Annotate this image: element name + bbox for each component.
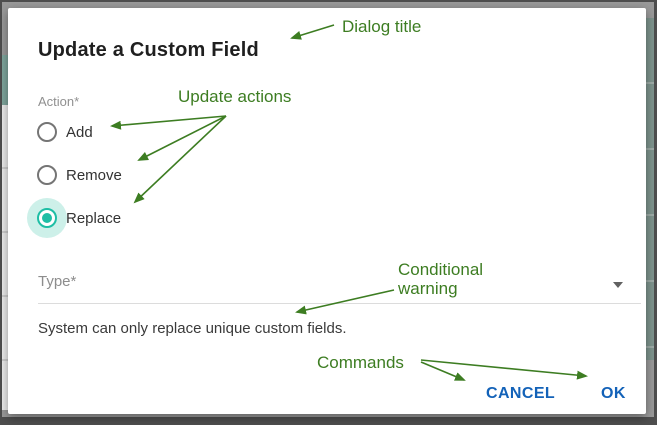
annotation-update-actions: Update actions — [178, 87, 292, 106]
background-left-table-sliver — [2, 105, 8, 410]
dropdown-caret-icon[interactable] — [613, 282, 623, 288]
radio-button-replace-icon[interactable] — [37, 208, 57, 228]
radio-ripple — [27, 155, 67, 195]
radio-option-add[interactable]: Add — [27, 112, 93, 152]
background-left-strip — [2, 55, 8, 105]
radio-option-replace[interactable]: Replace — [27, 198, 121, 238]
radio-label-remove: Remove — [66, 166, 122, 184]
radio-label-add: Add — [66, 123, 93, 141]
ok-button[interactable]: OK — [597, 383, 630, 405]
annotation-commands: Commands — [317, 353, 404, 372]
background-right-table-sliver — [646, 18, 654, 360]
type-select-underline[interactable] — [38, 303, 641, 304]
radio-label-replace: Replace — [66, 209, 122, 227]
conditional-warning-text: System can only replace unique custom fi… — [38, 320, 347, 337]
update-custom-field-dialog: Update a Custom Field Action* Add Remove… — [8, 8, 646, 414]
annotation-conditional-warning: Conditional warning — [398, 260, 483, 298]
radio-button-remove-icon[interactable] — [37, 165, 57, 185]
radio-dot — [42, 213, 52, 223]
radio-option-remove[interactable]: Remove — [27, 155, 122, 195]
annotation-dialog-title: Dialog title — [342, 17, 422, 36]
radio-ripple — [27, 112, 67, 152]
annotation-conditional-line2: warning — [398, 279, 458, 298]
radio-ripple-selected — [27, 198, 67, 238]
radio-button-add-icon[interactable] — [37, 122, 57, 142]
action-group-label: Action* — [38, 94, 80, 109]
type-select-label: Type* — [38, 273, 77, 290]
annotation-conditional-line1: Conditional — [398, 260, 484, 279]
dialog-title: Update a Custom Field — [38, 39, 259, 61]
cancel-button[interactable]: CANCEL — [482, 383, 559, 405]
